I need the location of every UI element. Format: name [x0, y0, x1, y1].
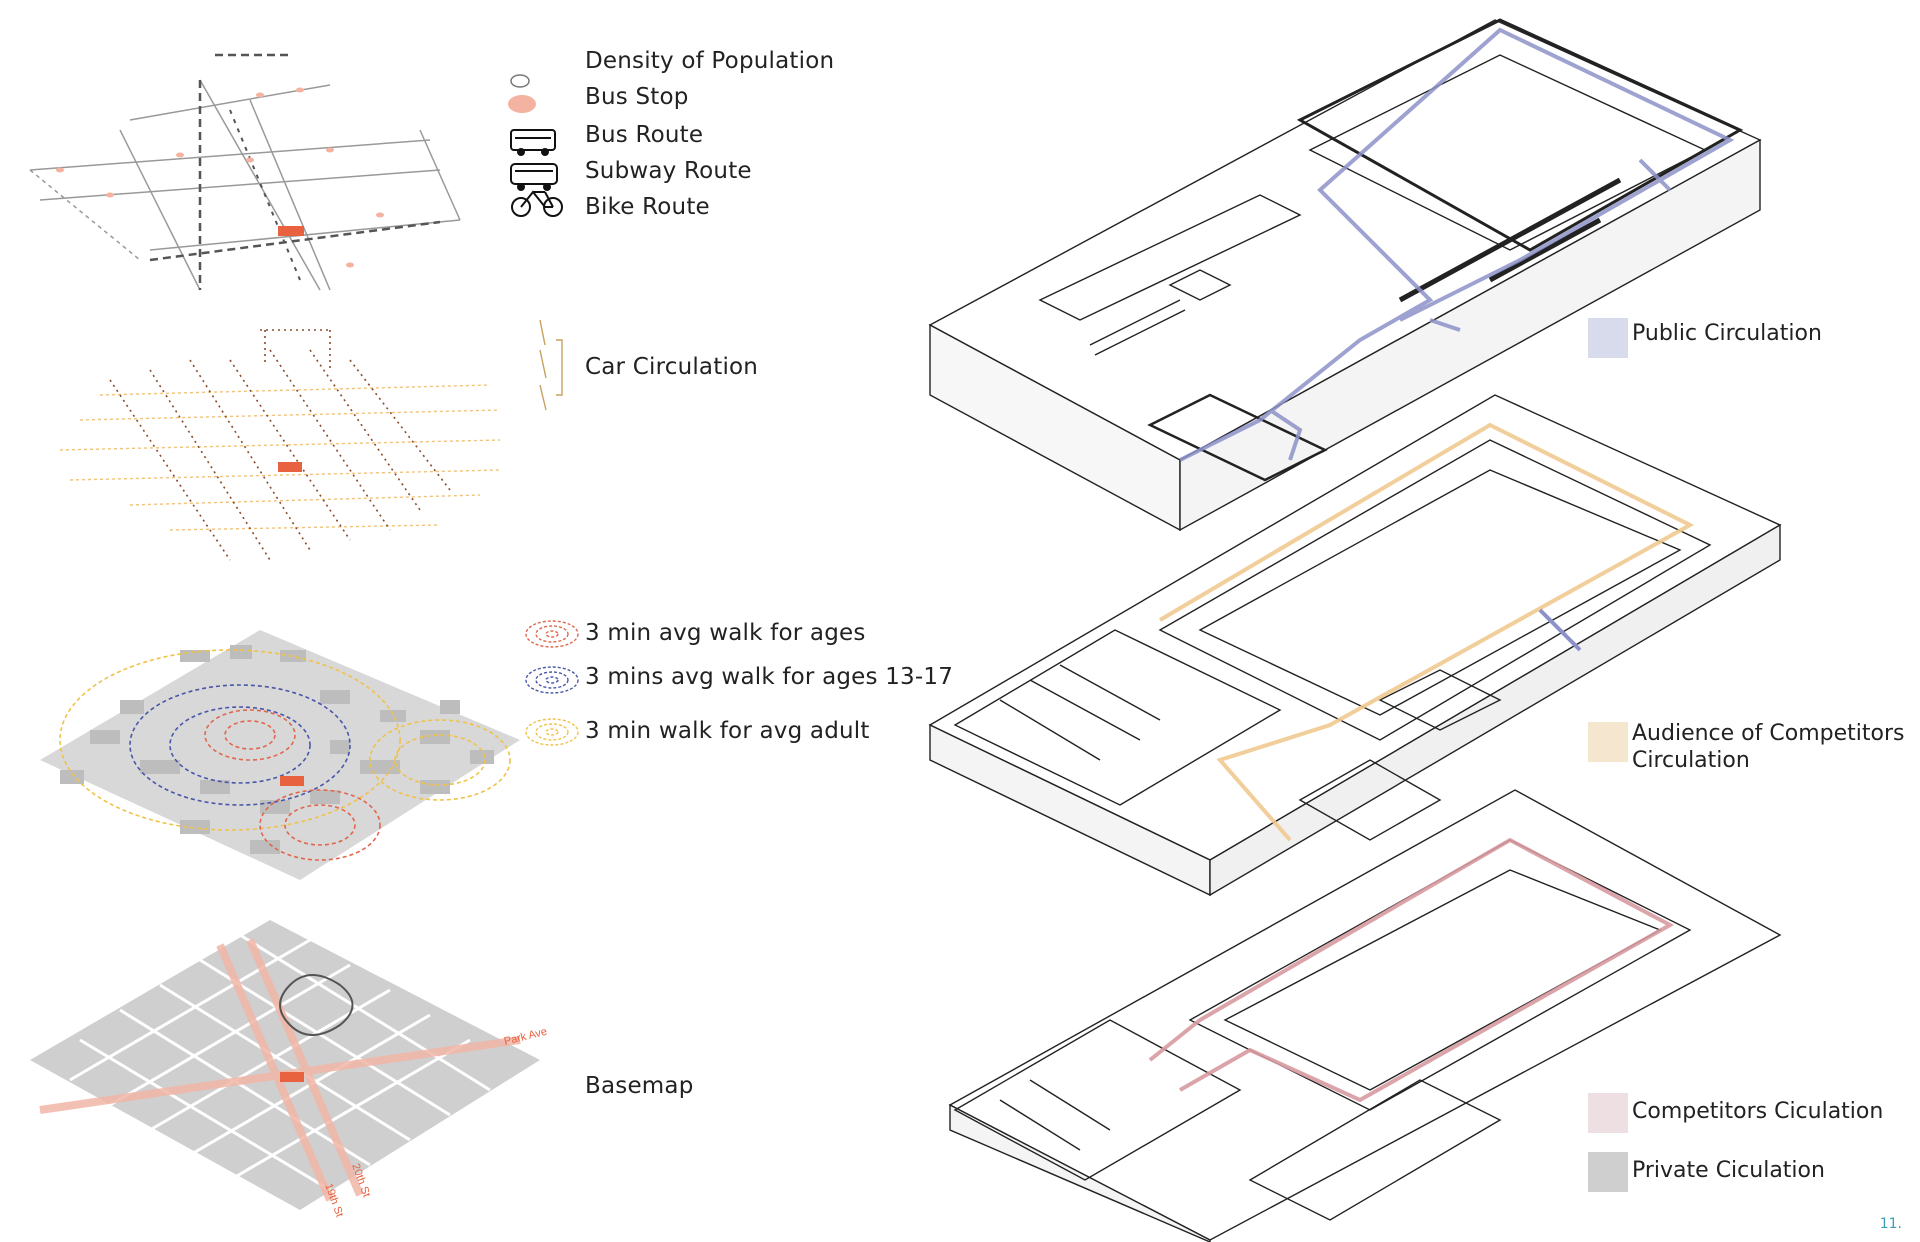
audience-circulation-label: Audience of Competitors Circulation: [1632, 720, 1904, 774]
street-19th-label: 19th St: [322, 1182, 345, 1219]
competitors-swatch: [1588, 1093, 1628, 1133]
density-icon: [510, 74, 530, 88]
bus-icon: [510, 129, 556, 156]
legend-walk-ages: 3 min avg walk for ages: [585, 620, 866, 646]
legend-density: Density of Population: [585, 48, 835, 74]
walk-radius-map: [40, 630, 520, 880]
legend-bike-route: Bike Route: [585, 194, 710, 220]
private-swatch: [1588, 1152, 1628, 1192]
subway-icon: [510, 163, 558, 191]
audience-line-1: Audience of Competitors: [1632, 721, 1905, 746]
legend-walk-ages-13-17: 3 mins avg walk for ages 13-17: [585, 664, 954, 690]
transit-map: [29, 53, 461, 291]
public-circulation-path: [1179, 27, 1735, 462]
walk-red-icon: [525, 620, 579, 648]
page-number: 11.: [1879, 1216, 1902, 1232]
bus-stops: [56, 87, 384, 268]
competitors-circulation-label: Competitors Ciculation: [1632, 1099, 1884, 1124]
axon-level-bottom: [948, 789, 1782, 1242]
private-circulation-label: Private Ciculation: [1632, 1158, 1825, 1183]
legend-bus-stop: Bus Stop: [585, 84, 689, 110]
park-ave-label: Park Ave: [503, 1026, 548, 1048]
public-circulation-label: Public Circulation: [1632, 321, 1822, 346]
car-circulation-map: [59, 384, 501, 531]
audience-circulation-path: [1158, 422, 1695, 842]
site-marker-2: [278, 462, 302, 472]
walk-blue-icon: [525, 666, 579, 694]
legend-car-circulation: Car Circulation: [585, 354, 759, 380]
audience-swatch: [1588, 722, 1628, 762]
site-marker-1: [278, 226, 304, 236]
axon-level-top: [928, 18, 1762, 532]
walk-yellow-icon: [525, 718, 579, 746]
public-swatch: [1588, 318, 1628, 358]
legend-subway-route: Subway Route: [585, 158, 752, 184]
legend-basemap: Basemap: [585, 1073, 694, 1099]
competitors-circulation-path: [1148, 837, 1675, 1103]
basemap-map: [30, 920, 540, 1210]
legend-bus-route: Bus Route: [585, 122, 704, 148]
bus-stop-icon: [508, 95, 536, 113]
axon-level-middle: [928, 394, 1782, 897]
legend-walk-adult: 3 min walk for avg adult: [585, 718, 870, 744]
audience-line-2: Circulation: [1632, 748, 1750, 773]
bike-icon: [511, 190, 563, 217]
